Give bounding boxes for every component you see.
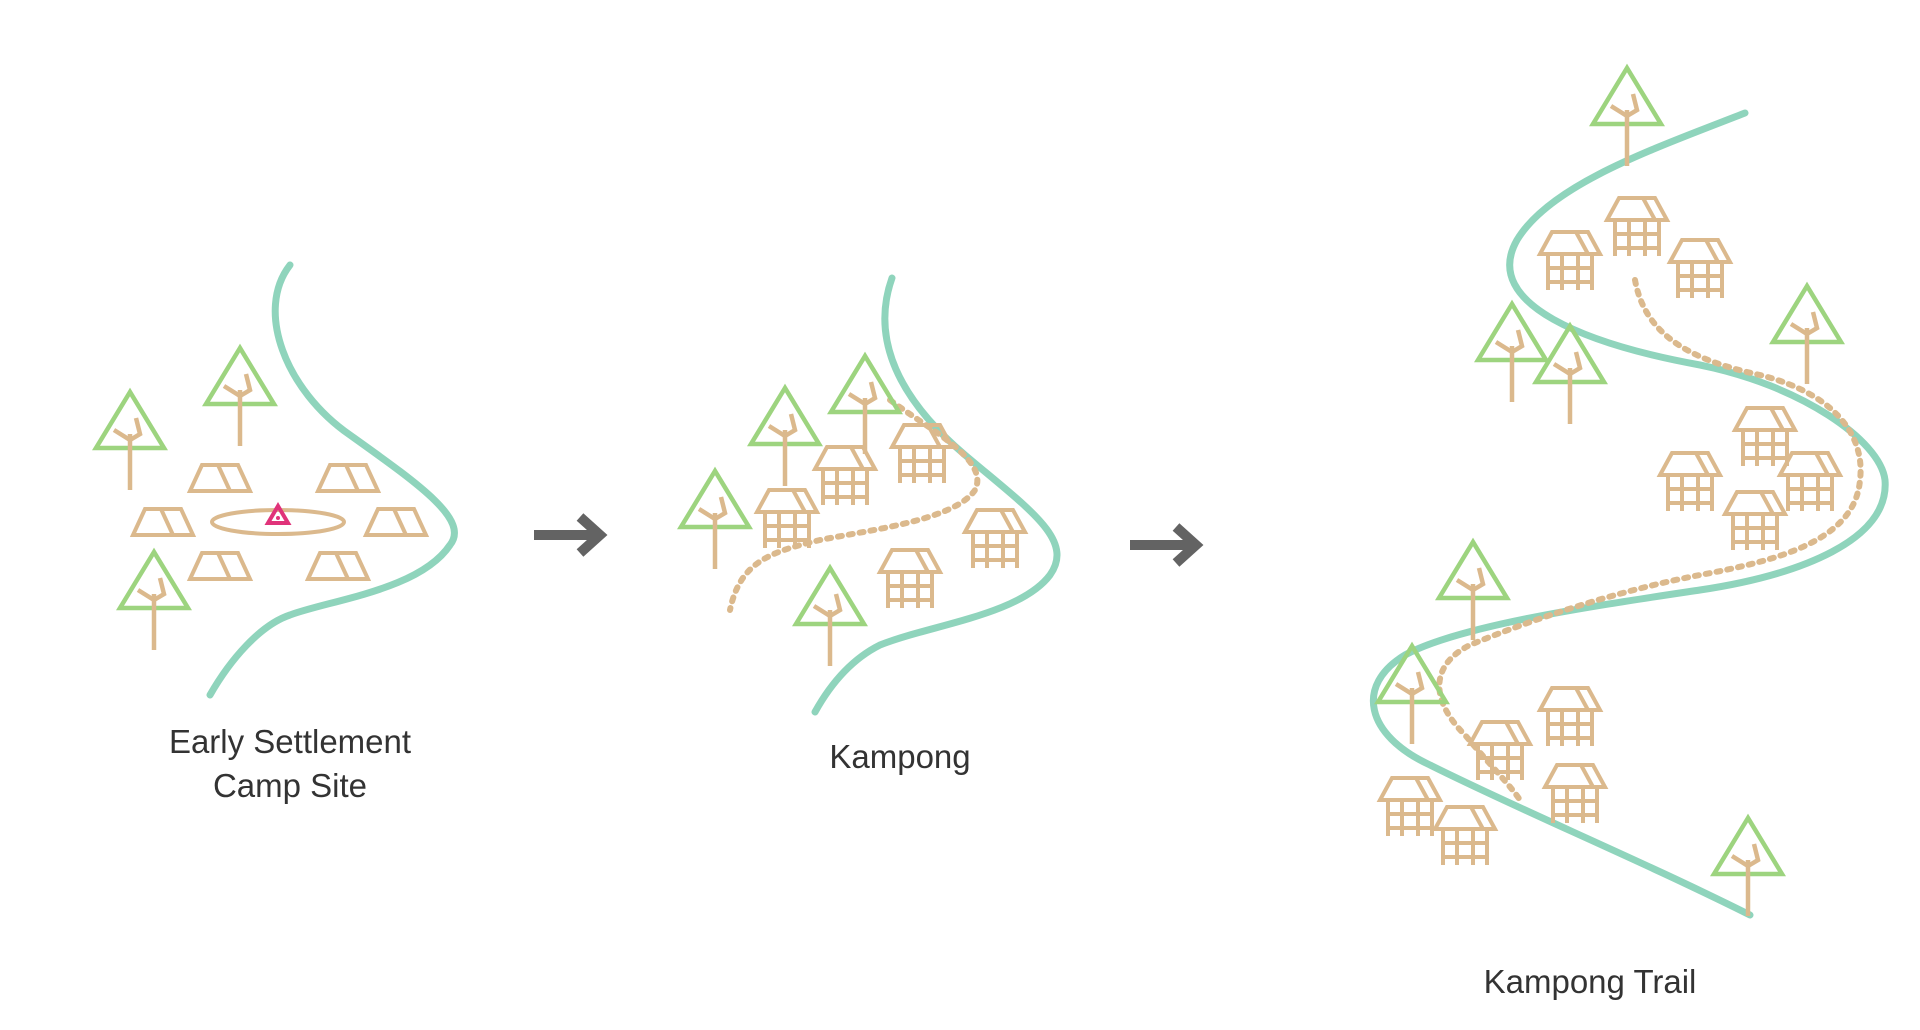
tree-icon [796,568,864,666]
panel-kampong [681,274,1061,716]
arrow-right-icon [1130,527,1196,563]
stilt-house-icon [755,488,819,550]
river [1369,109,1889,919]
stilt-house-icon [1433,805,1497,867]
tree-icon [1478,304,1546,402]
caption-line: Kampong Trail [1483,963,1697,1000]
panel-kampong-trail [1369,68,1889,919]
tent-icon [316,463,380,493]
panel-early-settlement [96,261,458,699]
stilt-house-icon [1538,230,1602,292]
trail [1436,277,1864,803]
stilt-house-icon [1658,451,1722,513]
stilt-house-icon [890,423,954,485]
caption-kampong-trail: Kampong Trail [1440,960,1740,1004]
arrow-right-icon [534,517,600,553]
tent-icon [131,507,195,537]
tree-icon [681,471,749,569]
stilt-house-icon [1538,686,1602,748]
tree-icon [1378,646,1446,744]
stilt-house-icon [1543,763,1607,825]
stilt-house-icon [963,508,1027,570]
stilt-house-icon [1468,720,1532,782]
tent-icon [306,551,370,581]
stilt-house-icon [813,445,877,507]
campfire-icon [264,502,292,525]
stilt-house-icon [1668,238,1732,300]
campfire-ring [210,508,346,536]
stilt-house-icon [1605,196,1669,258]
tree-icon [751,388,819,486]
caption-line: Kampong [829,738,971,775]
tree-icon [206,348,274,446]
tree-icon [120,552,188,650]
caption-line: Camp Site [212,767,368,804]
river [206,261,458,699]
tree-icon [831,356,899,454]
caption-line: Early Settlement [168,723,412,760]
stilt-house-icon [1378,776,1442,838]
stilt-house-icon [1723,490,1787,552]
tree-icon [1773,286,1841,384]
tent-icon [188,551,252,581]
tree-icon [96,392,164,490]
stilt-house-icon [1778,451,1842,513]
stilt-house-icon [1733,406,1797,468]
tent-icon [188,463,252,493]
tent-icon [364,507,428,537]
stilt-house-icon [878,548,942,610]
caption-kampong: Kampong [770,735,1030,779]
river [811,274,1061,716]
caption-early-settlement: Early Settlement Camp Site [140,720,440,808]
